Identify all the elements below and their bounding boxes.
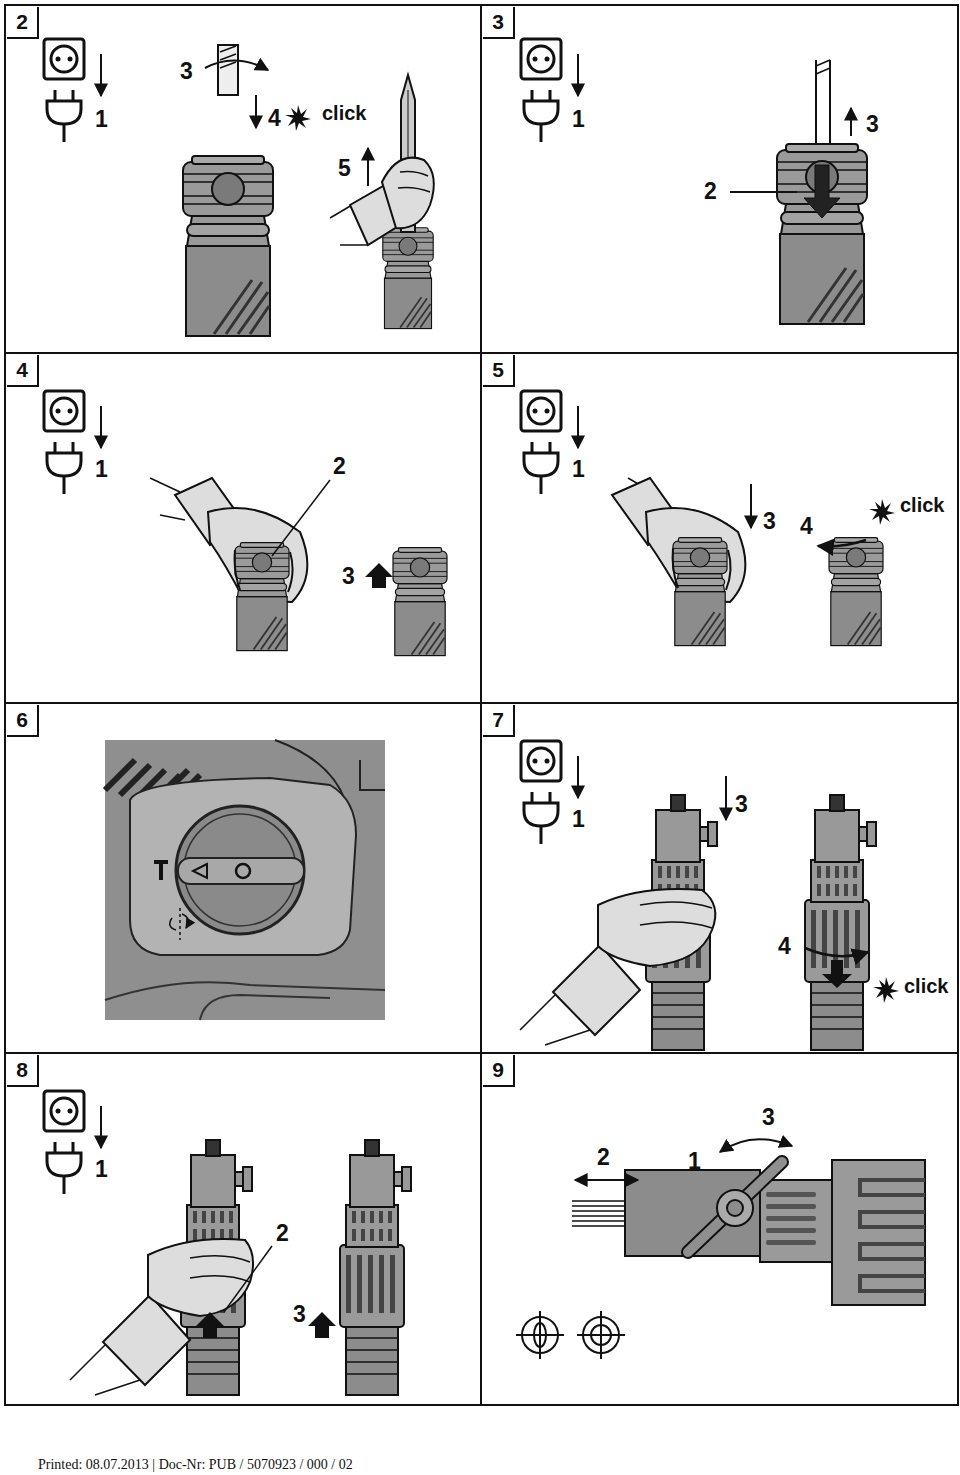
callout-number: 1 bbox=[572, 108, 585, 131]
callout-number: 2 bbox=[276, 1222, 289, 1245]
panel-number: 6 bbox=[7, 705, 39, 737]
click-text: click bbox=[904, 976, 948, 996]
footer-note: Printed: 08.07.2013 | Doc-Nr: PUB / 5070… bbox=[38, 1458, 353, 1472]
callout-number: 2 bbox=[597, 1146, 610, 1169]
panel-number: 4 bbox=[7, 355, 39, 387]
callout-number: 1 bbox=[572, 458, 585, 481]
callout-number: 3 bbox=[180, 60, 193, 83]
callout-number: 5 bbox=[338, 157, 351, 180]
callout-number: 4 bbox=[778, 935, 791, 958]
panel-number: 5 bbox=[483, 355, 515, 387]
click-text: click bbox=[900, 495, 944, 515]
callout-number: 3 bbox=[735, 793, 748, 816]
callout-number: 3 bbox=[762, 1106, 775, 1129]
callout-number: 1 bbox=[688, 1150, 701, 1173]
click-text: click bbox=[322, 103, 366, 123]
callout-number: 4 bbox=[268, 107, 281, 130]
callout-number: 4 bbox=[800, 515, 813, 538]
callout-number: 3 bbox=[763, 510, 776, 533]
panel-number: 3 bbox=[483, 7, 515, 39]
panel-number: 2 bbox=[7, 7, 39, 39]
callout-number: 2 bbox=[333, 455, 346, 478]
panel-number: 9 bbox=[483, 1055, 515, 1087]
callout-number: 3 bbox=[293, 1303, 306, 1326]
callout-number: 3 bbox=[866, 113, 879, 136]
callout-number: 2 bbox=[704, 180, 717, 203]
callout-number: 1 bbox=[572, 808, 585, 831]
callout-number: 1 bbox=[95, 108, 108, 131]
callout-number: 1 bbox=[95, 1158, 108, 1181]
callout-number: 3 bbox=[342, 565, 355, 588]
panel-number: 8 bbox=[7, 1055, 39, 1087]
panel-number: 7 bbox=[483, 705, 515, 737]
callout-number: 1 bbox=[95, 458, 108, 481]
